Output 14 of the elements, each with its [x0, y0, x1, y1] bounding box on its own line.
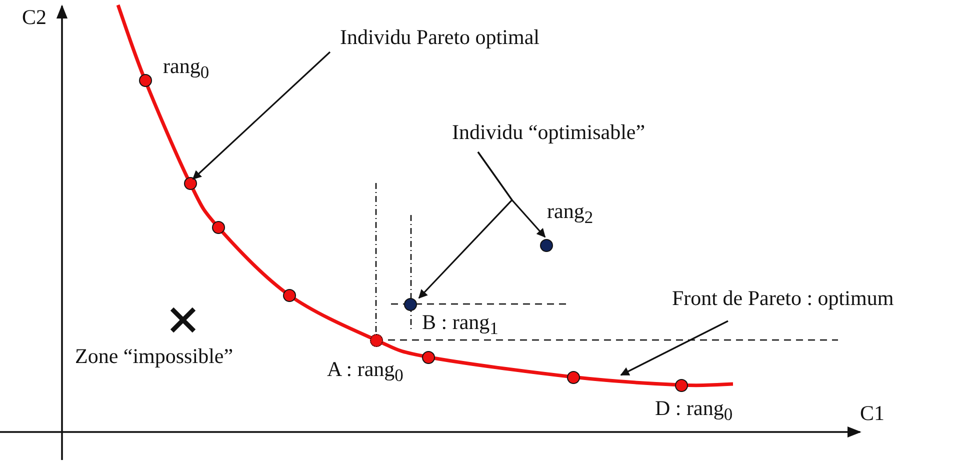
point-label: D : rang$_{0}$: [655, 397, 733, 424]
callout-text: Individu Pareto optimal: [340, 26, 540, 50]
axis-label: C1: [860, 402, 885, 426]
point-label: rang$_{0}$: [163, 55, 210, 82]
callout-text: Individu “optimisable”: [452, 121, 646, 144]
leader-arrow: [192, 51, 331, 180]
point-label: A : rang$_{0}$: [327, 358, 404, 386]
callout-text: Front de Pareto : optimum: [672, 287, 894, 310]
leader-arrow: [620, 320, 728, 376]
point-label: Zone “impossible”: [75, 345, 234, 368]
point-label: B : rang$_{1}$: [422, 311, 498, 338]
axis-label: C2: [22, 6, 47, 30]
point-label: rang$_{2}$: [547, 200, 594, 228]
leader-arrow: [477, 152, 546, 238]
